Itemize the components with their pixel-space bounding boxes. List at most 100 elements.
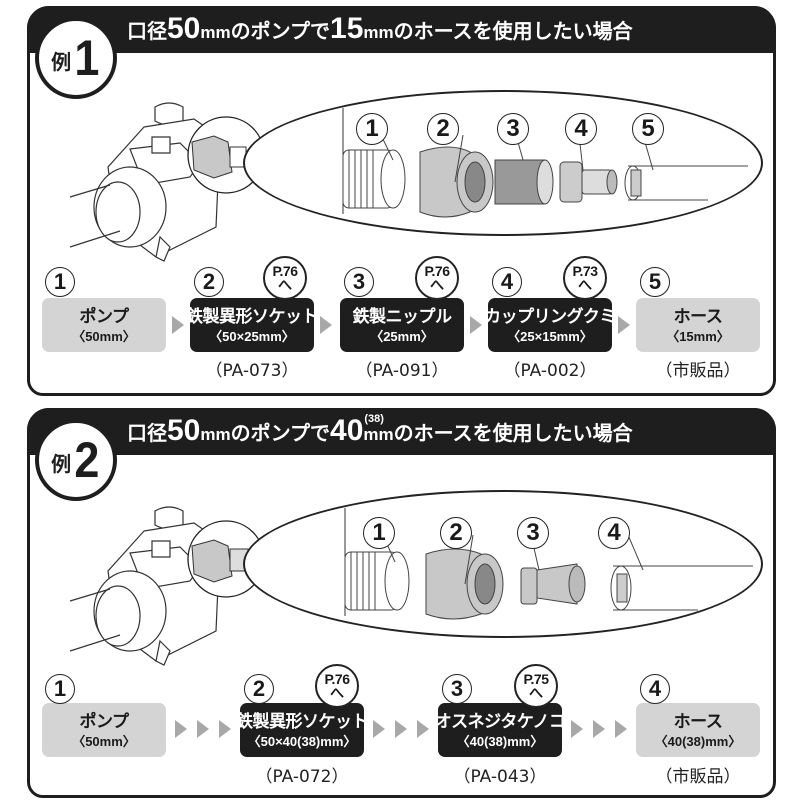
product-code: （PA-043） xyxy=(453,767,547,787)
step-name: ホース xyxy=(673,306,723,327)
pump-illustration xyxy=(69,506,267,666)
flow-arrow-icon xyxy=(618,316,630,334)
step-size: 〈40(38)mm〉 xyxy=(654,733,742,749)
step-box-hose: ホース 〈15mm〉 xyxy=(636,298,760,352)
step-name: ポンプ xyxy=(79,306,130,327)
flow-arrow-icon xyxy=(175,720,187,738)
step-size: 〈15mm〉 xyxy=(666,328,730,344)
flow-arrow-icon xyxy=(571,720,583,738)
title-pump-size: 50 xyxy=(167,414,201,447)
step-name: ポンプ xyxy=(79,711,130,732)
example-2-badge: 例 2 xyxy=(35,419,117,501)
product-code: （PA-073） xyxy=(205,361,299,381)
product-code: （PA-091） xyxy=(355,361,449,381)
title-hose-alt-size: (38) xyxy=(364,413,384,425)
product-code: （PA-072） xyxy=(255,767,349,787)
part-label-2: 2 xyxy=(440,517,472,549)
title-suffix: のホースを使用したい場合 xyxy=(393,19,633,43)
title-middle: のポンプで xyxy=(230,421,331,445)
example-1-header xyxy=(27,6,776,53)
step-number: 2 xyxy=(244,674,274,704)
step-box-coupling: カップリングクミ 〈25×15mm〉 xyxy=(484,298,616,352)
title-middle: のポンプで xyxy=(230,19,331,43)
product-code: （市販品） xyxy=(655,361,741,381)
step-box-socket: 鉄製異形ソケット 〈50×25mm〉 xyxy=(186,298,319,352)
title-hose-size: 40 xyxy=(330,414,364,447)
product-code: （市販品） xyxy=(655,767,741,787)
title-suffix: のホースを使用したい場合 xyxy=(393,421,633,445)
title-pump-size: 50 xyxy=(167,12,201,45)
part-label-3: 3 xyxy=(517,517,549,549)
step-size: 〈50×25mm〉 xyxy=(209,328,295,344)
step-size: 〈40(38)mm〉 xyxy=(456,733,544,749)
step-box-hose: ホース 〈40(38)mm〉 xyxy=(636,703,760,757)
step-box-hose-barb: オスネジタケノコ 〈40(38)mm〉 xyxy=(435,703,566,757)
step-size: 〈50×40(38)mm〉 xyxy=(247,733,357,749)
part-label-4: 4 xyxy=(565,113,597,145)
title-prefix: 口径 xyxy=(127,421,167,445)
flow-arrow-icon xyxy=(373,720,385,738)
step-number: 2 xyxy=(194,267,224,297)
title-hose-unit: mm xyxy=(363,23,394,42)
part-label-1: 1 xyxy=(356,113,388,145)
step-size: 〈25mm〉 xyxy=(370,328,434,344)
part-label-1: 1 xyxy=(363,517,395,549)
step-number: 5 xyxy=(640,267,670,297)
flow-arrow-icon xyxy=(417,720,429,738)
part-label-3: 3 xyxy=(497,113,529,145)
flow-arrow-icon xyxy=(395,720,407,738)
step-size: 〈50mm〉 xyxy=(72,733,136,749)
step-box-pump: ポンプ 〈50mm〉 xyxy=(42,703,166,757)
step-name: 鉄製異形ソケット xyxy=(186,306,319,327)
parts-diagram-oval xyxy=(243,490,763,638)
step-size: 〈25×15mm〉 xyxy=(507,328,593,344)
flow-arrow-icon xyxy=(172,316,184,334)
parts-diagram xyxy=(344,508,753,620)
step-number: 3 xyxy=(442,674,472,704)
step-name: カップリングクミ xyxy=(484,306,616,327)
pump-illustration xyxy=(69,102,267,262)
flow-arrow-icon xyxy=(470,316,482,334)
product-code: （PA-002） xyxy=(503,361,597,381)
step-name: ホース xyxy=(673,711,723,732)
step-size: 〈50mm〉 xyxy=(72,328,136,344)
part-label-4: 4 xyxy=(598,517,630,549)
badge-number: 1 xyxy=(74,30,100,86)
part-label-2: 2 xyxy=(427,113,459,145)
flow-arrow-icon xyxy=(320,316,332,334)
flow-arrow-icon xyxy=(593,720,605,738)
title-hose-size: 15 xyxy=(330,12,364,45)
example-1-title: 口径 50 mm のポンプで 15 mm のホースを使用したい場合 xyxy=(127,12,633,54)
badge-label: 例 xyxy=(51,451,72,476)
badge-label: 例 xyxy=(51,49,72,74)
step-number: 3 xyxy=(344,267,374,297)
title-pump-unit: mm xyxy=(200,425,231,444)
step-number: 1 xyxy=(45,674,75,704)
flow-arrow-icon xyxy=(615,720,627,738)
example-2-title: 口径 50 mm のポンプで 40 (38) mm のホースを使用したい場合 xyxy=(127,413,633,456)
step-number: 4 xyxy=(492,267,522,297)
parts-diagram-oval xyxy=(243,90,763,236)
step-name: 鉄製異形ソケット xyxy=(236,711,369,732)
title-hose-unit: (38) mm xyxy=(363,413,394,444)
title-pump-unit: mm xyxy=(200,23,231,42)
flow-arrow-icon xyxy=(219,720,231,738)
step-box-nipple: 鉄製ニップル 〈25mm〉 xyxy=(340,298,464,352)
step-name: オスネジタケノコ xyxy=(434,711,566,732)
parts-diagram xyxy=(342,108,748,218)
part-label-5: 5 xyxy=(632,113,664,145)
step-number: 1 xyxy=(45,267,75,297)
step-box-pump: ポンプ 〈50mm〉 xyxy=(42,298,166,352)
badge-number: 2 xyxy=(74,432,100,488)
flow-arrow-icon xyxy=(197,720,209,738)
example-2-header xyxy=(27,408,776,455)
example-1-badge: 例 1 xyxy=(35,17,117,99)
step-box-socket: 鉄製異形ソケット 〈50×40(38)mm〉 xyxy=(236,703,369,757)
title-prefix: 口径 xyxy=(127,19,167,43)
step-number: 4 xyxy=(640,674,670,704)
